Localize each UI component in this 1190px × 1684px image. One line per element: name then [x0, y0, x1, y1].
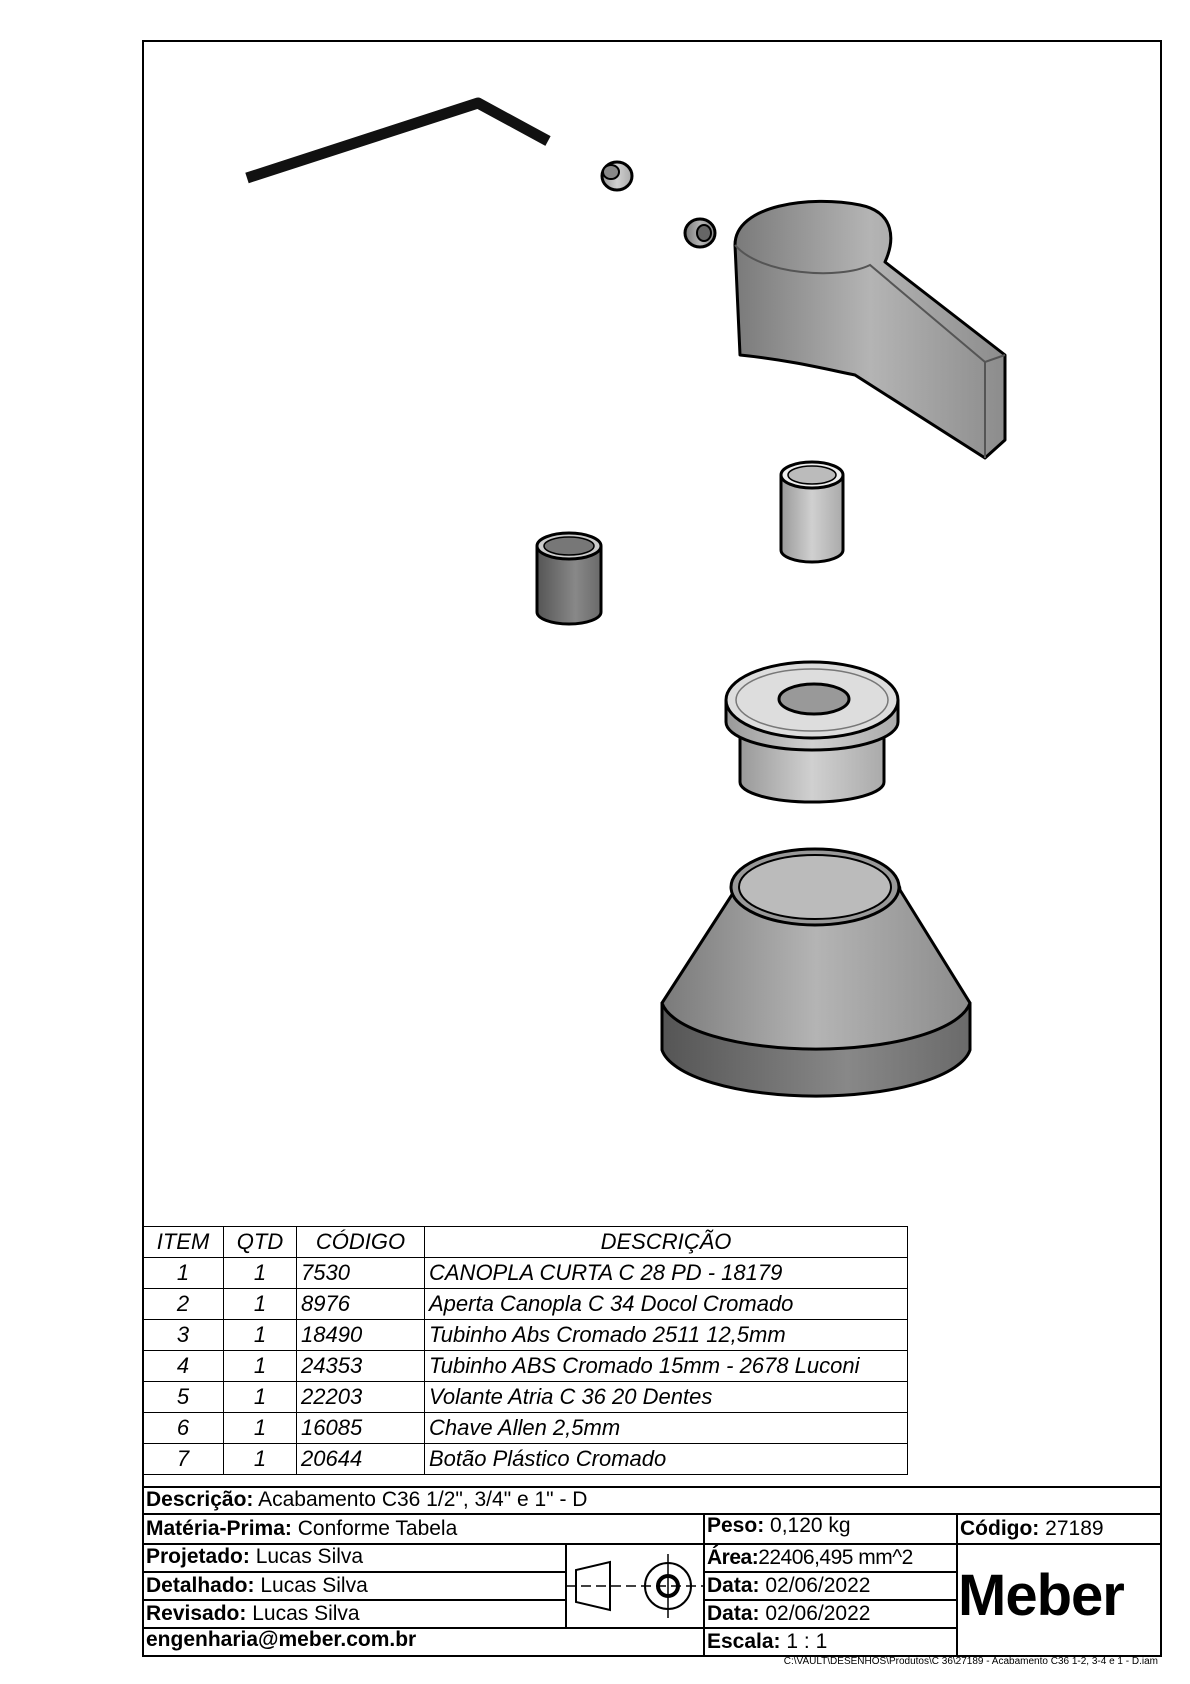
escala-field: Escala: 1 : 1 — [707, 1630, 828, 1653]
bom-cell-codigo: 22203 — [296, 1381, 425, 1413]
divider — [703, 1627, 956, 1629]
bom-cell-descricao: CANOPLA CURTA C 28 PD - 18179 — [424, 1257, 908, 1289]
header-codigo: CÓDIGO — [296, 1226, 425, 1258]
plastic-button-part — [600, 160, 634, 192]
bom-cell-item: 7 — [142, 1443, 224, 1475]
divider — [142, 1486, 1160, 1488]
divider — [703, 1599, 956, 1601]
bom-cell-item: 4 — [142, 1350, 224, 1382]
header-item: ITEM — [142, 1226, 224, 1258]
bom-cell-qtd: 1 — [223, 1319, 297, 1351]
handle-part — [733, 199, 1007, 460]
divider — [703, 1513, 705, 1655]
bom-cell-item: 6 — [142, 1412, 224, 1444]
divider — [142, 1599, 565, 1601]
bom-cell-descricao: Chave Allen 2,5mm — [424, 1412, 908, 1444]
bom-cell-qtd: 1 — [223, 1412, 297, 1444]
canopla-part — [660, 847, 972, 1098]
header-qtd: QTD — [223, 1226, 297, 1258]
materia-prima-field: Matéria-Prima: Conforme Tabela — [146, 1517, 458, 1540]
first-angle-projection-icon — [566, 1554, 703, 1618]
bom-cell-item: 5 — [142, 1381, 224, 1413]
divider — [565, 1543, 567, 1627]
divider — [956, 1513, 958, 1655]
divider — [703, 1571, 956, 1573]
data-field-1: Data: 02/06/2022 — [707, 1574, 871, 1597]
header-descricao: DESCRIÇÃO — [424, 1226, 908, 1258]
bom-cell-descricao: Volante Atria C 36 20 Dentes — [424, 1381, 908, 1413]
divider — [142, 1571, 565, 1573]
bom-cell-qtd: 1 — [223, 1257, 297, 1289]
bom-cell-codigo: 7530 — [296, 1257, 425, 1289]
revisado-field: Revisado: Lucas Silva — [146, 1602, 360, 1625]
divider — [142, 1513, 1160, 1515]
email-field: engenharia@meber.com.br — [146, 1628, 417, 1651]
data-field-2: Data: 02/06/2022 — [707, 1602, 871, 1625]
bom-cell-codigo: 24353 — [296, 1350, 425, 1382]
allen-key-part — [245, 97, 551, 184]
area-field: Área:22406,495 mm^2 — [707, 1546, 913, 1569]
bom-cell-item: 2 — [142, 1288, 224, 1320]
tube-12-5mm-part — [535, 531, 603, 626]
bom-cell-descricao: Tubinho ABS Cromado 15mm - 2678 Luconi — [424, 1350, 908, 1382]
divider — [142, 1627, 703, 1629]
bom-cell-codigo: 18490 — [296, 1319, 425, 1351]
bom-cell-qtd: 1 — [223, 1443, 297, 1475]
bom-cell-item: 3 — [142, 1319, 224, 1351]
bom-cell-qtd: 1 — [223, 1350, 297, 1382]
bom-cell-qtd: 1 — [223, 1288, 297, 1320]
bom-cell-item: 1 — [142, 1257, 224, 1289]
bom-cell-descricao: Botão Plástico Cromado — [424, 1443, 908, 1475]
peso-field: Peso: 0,120 kg — [707, 1514, 851, 1537]
bom-cell-qtd: 1 — [223, 1381, 297, 1413]
bom-cell-descricao: Aperta Canopla C 34 Docol Cromado — [424, 1288, 908, 1320]
projetado-field: Projetado: Lucas Silva — [146, 1545, 364, 1568]
bom-cell-codigo: 8976 — [296, 1288, 425, 1320]
small-ring-part — [683, 217, 717, 249]
meber-logo: Meber — [958, 1563, 1125, 1628]
detalhado-field: Detalhado: Lucas Silva — [146, 1574, 368, 1597]
tube-15mm-part — [779, 460, 845, 564]
bom-cell-descricao: Tubinho Abs Cromado 2511 12,5mm — [424, 1319, 908, 1351]
bom-cell-codigo: 16085 — [296, 1412, 425, 1444]
canopla-nut-part — [724, 660, 900, 804]
bom-header-row: ITEM QTD CÓDIGO DESCRIÇÃO — [142, 1226, 908, 1258]
divider — [142, 1543, 1160, 1545]
drawing-frame — [142, 40, 1162, 1657]
bom-cell-codigo: 20644 — [296, 1443, 425, 1475]
descricao-field: Descrição: Acabamento C36 1/2", 3/4" e 1… — [146, 1488, 588, 1511]
codigo-field: Código: 27189 — [960, 1517, 1104, 1540]
file-path: C:\VAULT\DESENHOS\Produtos\C 36\27189 - … — [783, 1656, 1158, 1667]
